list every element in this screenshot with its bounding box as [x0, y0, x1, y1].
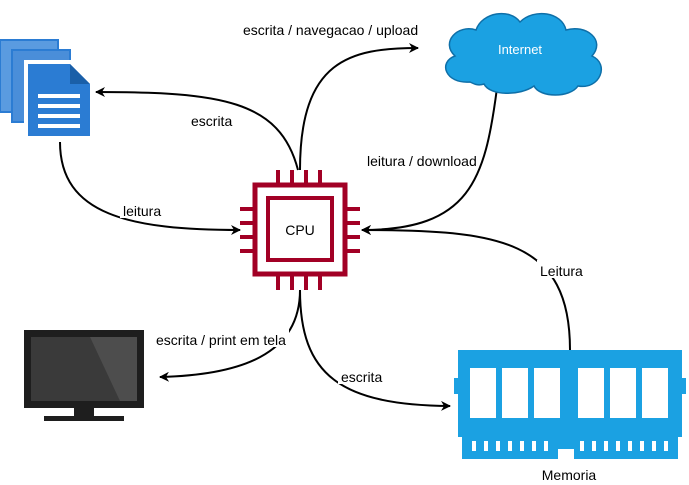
edge-cpu-to-internet — [299, 43, 419, 171]
label-cpu-to-docs: escrita — [191, 113, 232, 129]
edge-docs-to-cpu — [59, 141, 241, 235]
cloud-icon — [445, 12, 603, 96]
label-docs-to-cpu: leitura — [123, 203, 161, 219]
edge-labels: escrita / navegacao / upload escrita lei… — [120, 22, 585, 385]
label-cpu-to-memory: escrita — [341, 369, 382, 385]
label-cpu-to-monitor: escrita / print em tela — [156, 332, 286, 348]
edge-cpu-to-monitor — [159, 289, 301, 382]
edge-cpu-to-docs — [95, 87, 299, 171]
internet-label: Internet — [498, 42, 542, 57]
document-stack-icon — [0, 39, 94, 140]
label-internet-to-cpu: leitura / download — [367, 153, 477, 169]
cpu-label: CPU — [285, 222, 315, 238]
memory-module-icon: Memoria — [454, 350, 686, 483]
edge-cpu-to-memory — [299, 289, 451, 411]
cpu-chip: CPU — [240, 170, 360, 290]
edge-memory-to-cpu — [361, 225, 571, 351]
cpu-pins — [240, 170, 360, 290]
label-cpu-to-internet: escrita / navegacao / upload — [243, 22, 418, 38]
memory-label: Memoria — [542, 467, 597, 483]
internet-cloud: Internet — [445, 12, 603, 96]
edge-internet-to-cpu — [361, 87, 498, 235]
edges — [59, 43, 571, 411]
label-memory-to-cpu: Leitura — [540, 263, 583, 279]
monitor-icon — [24, 330, 144, 421]
